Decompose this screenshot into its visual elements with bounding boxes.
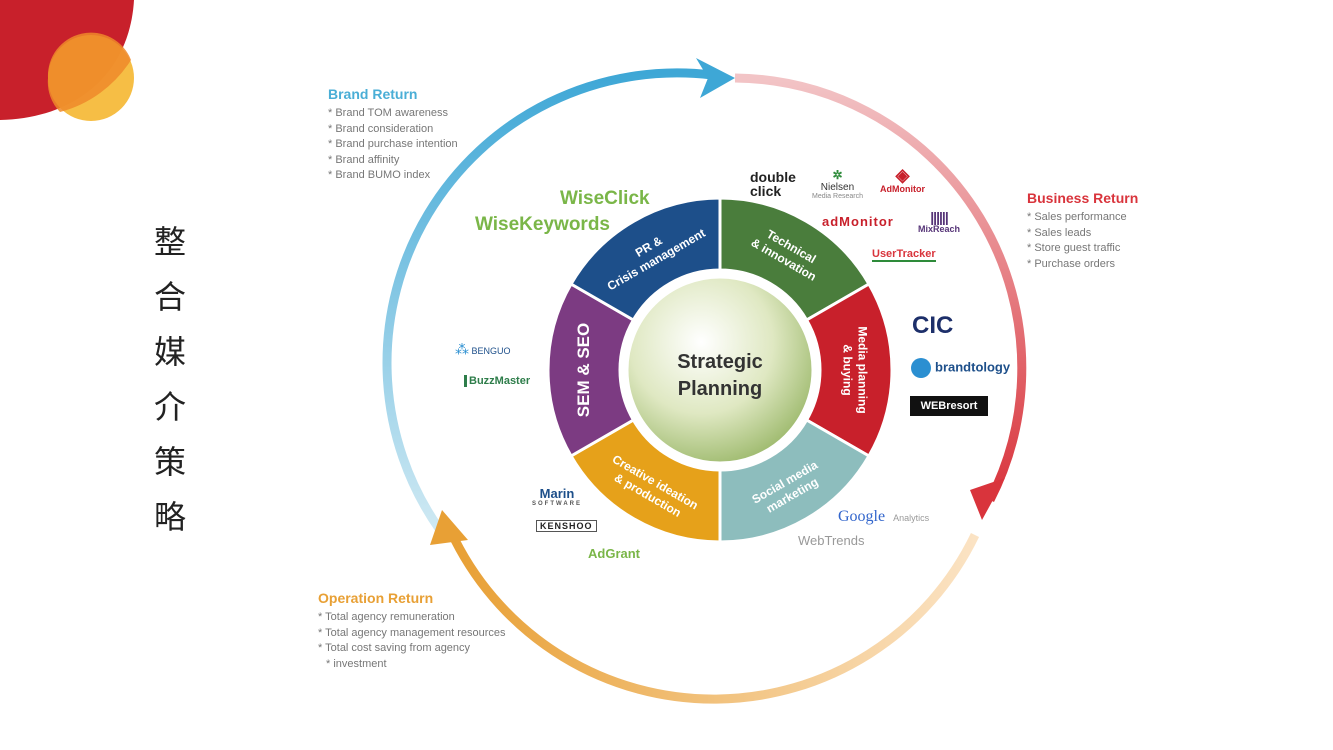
- brand-return-item: Brand BUMO index: [328, 168, 458, 184]
- cic-logo: CIC: [912, 312, 954, 339]
- center-label-line1: Strategic: [677, 351, 763, 373]
- bengu-logo-text: BENGUO: [471, 346, 511, 356]
- webtrends-logo: WebTrends: [798, 533, 865, 548]
- operation-return-title: Operation Return: [318, 590, 434, 606]
- brand-return-item: Brand consideration: [328, 122, 458, 138]
- marin-logo: Marin SOFTWARE: [532, 486, 582, 507]
- operation-return-item: Total agency management resources: [318, 626, 505, 642]
- adgrant-logo: AdGrant: [588, 546, 640, 561]
- wiseclick-logo: WiseClick: [560, 188, 650, 209]
- segment-label-line: & buying: [841, 344, 855, 395]
- usertracker-logo: UserTracker: [872, 248, 936, 262]
- segment-label-line: Media planning: [856, 326, 870, 413]
- brand-return-item: Brand affinity: [328, 153, 458, 169]
- business-return-title: Business Return: [1027, 190, 1139, 206]
- admonitor-logo: ◈ AdMonitor: [880, 165, 925, 194]
- marin-logo-subtext: SOFTWARE: [532, 501, 582, 507]
- segment-label-line: SEM & SEO: [574, 323, 593, 417]
- marin-logo-text: Marin: [539, 486, 575, 501]
- corner-decoration: [0, 0, 134, 121]
- segment-5: [568, 196, 722, 323]
- brand-return-item: Brand purchase intention: [328, 137, 457, 153]
- brand-return-block: Brand Return Brand TOM awareness Brand c…: [328, 86, 458, 184]
- title-char: 合: [153, 278, 186, 316]
- bengu-logo: ⁂ BENGUO: [455, 341, 511, 358]
- segment-label-4: SEM & SEO: [574, 323, 593, 417]
- brandtology-logo-text: brandtology: [935, 359, 1011, 375]
- webresort-logo: WEBresort: [910, 396, 988, 416]
- business-return-item: Store guest traffic: [1027, 241, 1138, 257]
- operation-return-arrowhead: [430, 510, 468, 545]
- nielsen-logo-text: Nielsen: [820, 182, 855, 193]
- page-title: 整 合 媒 介 策 略: [150, 215, 190, 545]
- title-char: 略: [153, 498, 186, 536]
- nielsen-logo-subtext: Media Research: [812, 193, 863, 200]
- operation-return-item: Total agency remuneration: [318, 610, 506, 626]
- title-char: 媒: [153, 333, 186, 371]
- center-circle: [625, 275, 815, 465]
- brand-return-title: Brand Return: [328, 86, 418, 102]
- analytics-logo-text: Analytics: [893, 513, 930, 523]
- center-label-line2: Planning: [678, 378, 762, 400]
- nielsen-logo: ✲ Nielsen Media Research: [812, 168, 863, 200]
- business-return-item: Sales leads: [1027, 226, 1138, 242]
- operation-return-item: Total cost saving from agency: [318, 641, 506, 657]
- google-logo-text: Google: [838, 508, 886, 525]
- title-char: 策: [153, 443, 186, 481]
- operation-return-item: investment: [318, 657, 506, 673]
- brand-return-arc: [382, 68, 713, 533]
- business-return-arrowhead: [970, 478, 1005, 520]
- title-char: 介: [153, 388, 186, 426]
- operation-return-block: Operation Return Total agency remunerati…: [318, 590, 506, 672]
- brandtology-logo: brandtology: [911, 358, 1010, 378]
- corner-overlap-shape: [47, 32, 132, 112]
- business-return-item: Sales performance: [1027, 210, 1138, 226]
- brandtology-icon: [911, 358, 931, 378]
- business-return-arc: [734, 73, 1027, 503]
- doubleclick-logo: double click: [750, 169, 796, 199]
- wisekeywords-logo: WiseKeywords: [475, 214, 610, 235]
- operation-return-arc: [450, 533, 980, 704]
- mixreach-logo-text: MixReach: [918, 224, 961, 234]
- business-return-item: Purchase orders: [1027, 257, 1138, 273]
- bengu-dots-icon: ⁂: [455, 341, 469, 357]
- brand-return-arrowhead: [696, 58, 735, 98]
- segment-label-1: Media planning& buying: [841, 326, 870, 413]
- google-logo: Google Analytics: [838, 508, 929, 526]
- brand-return-item: Brand TOM awareness: [328, 106, 458, 122]
- buzzmaster-logo: BuzzMaster: [464, 375, 530, 387]
- admonitor2-logo: adMonitor: [822, 214, 894, 229]
- admonitor-logo-text: AdMonitor: [880, 184, 925, 194]
- kenshoo-logo: KENSHOO: [536, 520, 597, 532]
- business-return-block: Business Return Sales performance Sales …: [1027, 190, 1138, 272]
- title-char: 整: [153, 223, 186, 261]
- mixreach-logo: |||||| MixReach: [918, 209, 961, 234]
